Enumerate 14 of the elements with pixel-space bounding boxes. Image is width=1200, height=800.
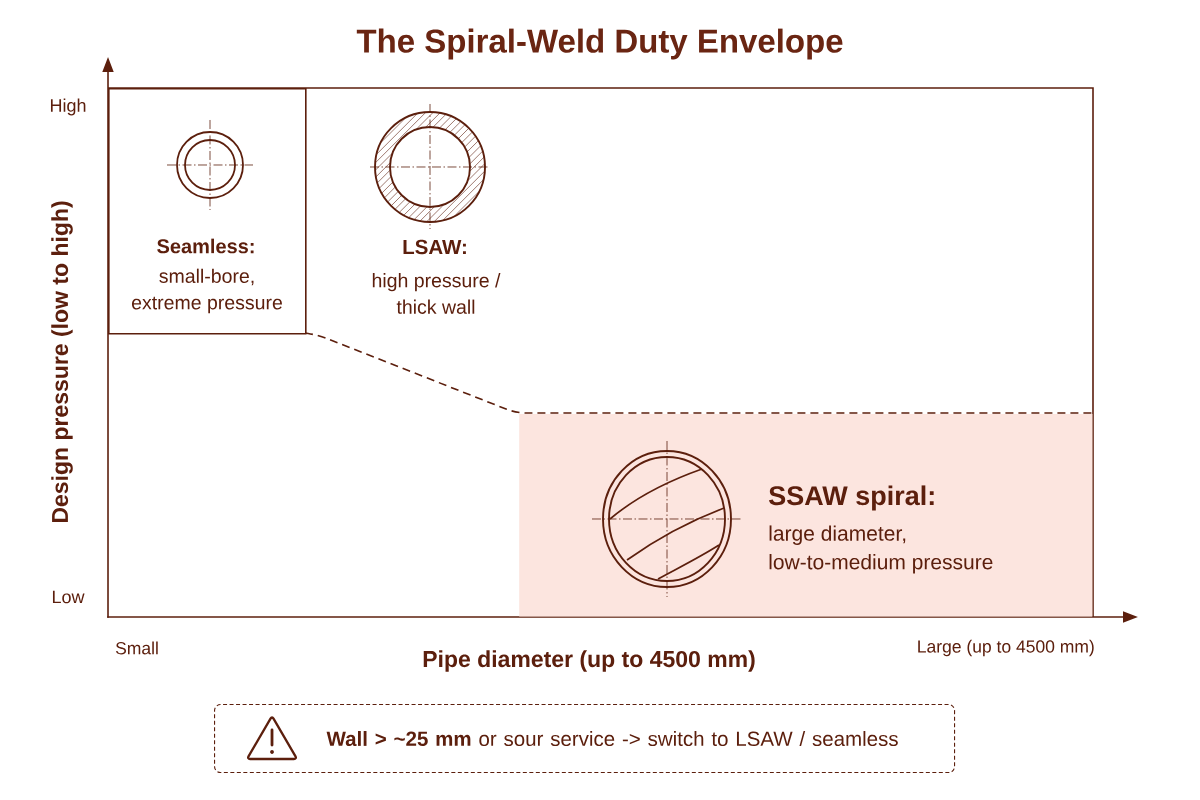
region-heading: SSAW spiral:: [769, 485, 934, 511]
axis-end-label: Large (up to 4500 mm): [918, 639, 1094, 657]
axis-end-label: Small: [115, 641, 158, 655]
region-heading: Seamless:: [157, 238, 254, 254]
axis-title: Pipe diameter (up to 4500 mm): [423, 650, 755, 672]
axis-end-label: Low: [52, 590, 85, 604]
warning-box: Wall > ~25 mm or sour service -> switch to LSAW / seamless: [214, 704, 956, 774]
region-heading: LSAW:: [403, 239, 466, 255]
region-description: small-bore, extreme pressure: [132, 268, 282, 314]
axis-end-label: High: [50, 98, 86, 116]
axis-title: Design pressure (low to high): [51, 201, 73, 523]
region-description: high pressure / thick wall: [372, 273, 501, 314]
region-description: large diameter, low-to-medium pressure: [769, 525, 993, 574]
title: The Spiral-Weld Duty Envelope: [356, 28, 843, 60]
